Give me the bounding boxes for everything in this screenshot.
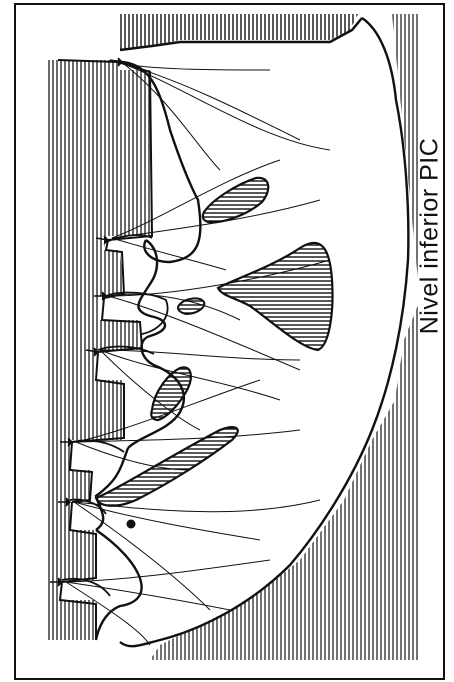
pillar-large-triangle <box>218 243 332 350</box>
pillar-upper-oval <box>203 178 268 222</box>
pillar-small-oval <box>178 298 204 314</box>
sample-point-marker <box>127 520 136 529</box>
right-hatched-wall <box>150 14 420 660</box>
level-label: Nivel inferior PIC <box>416 138 445 335</box>
